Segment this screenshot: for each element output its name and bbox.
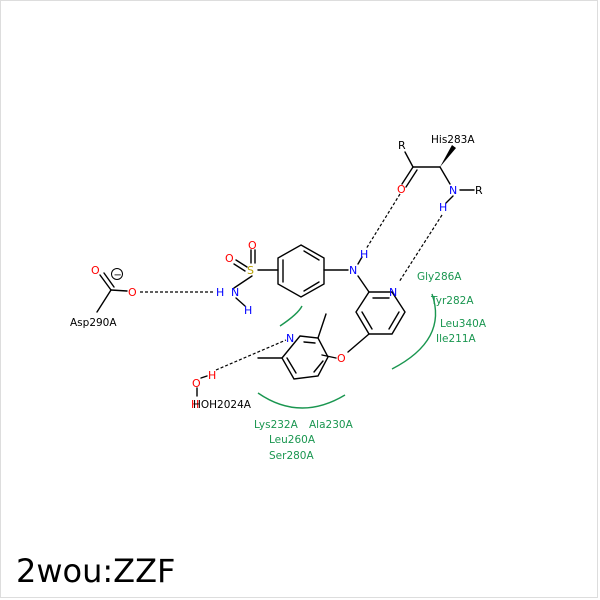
charge-minus: −: [114, 270, 122, 281]
label-hoh2024a: HOH2024A: [193, 399, 252, 411]
bond-methyl-1: [317, 313, 327, 339]
atom-h-sulfonamide-1: H: [216, 286, 224, 299]
bond-asp-o2: [110, 289, 128, 292]
hbond-carbonyl-amine: [365, 193, 401, 250]
bond-r-carbonyl: [404, 151, 414, 168]
atom-o-asp-2: O: [128, 286, 137, 299]
atom-o-ether: O: [337, 352, 346, 365]
label-lys232a: Lys232A: [254, 419, 299, 431]
residue-labels: His283A Asp290A HOH2024A Gly286A Tyr282A…: [70, 134, 487, 462]
atom-n-pyridine-upper: N: [389, 286, 397, 299]
bond-o-pyr2: [321, 354, 337, 359]
atom-r-top: R: [398, 139, 406, 152]
label-leu340a: Leu340A: [440, 318, 487, 330]
hydrophobic-arc-sulfonamide: [279, 305, 303, 327]
pyr2-double-2: [313, 360, 324, 373]
atom-n-sulfonamide: N: [231, 286, 239, 299]
pyridine-ring-upper: [355, 291, 406, 335]
atom-h-water-1: H: [208, 369, 216, 382]
label-tyr282a: Tyr282A: [430, 295, 474, 307]
atom-s: S: [247, 264, 254, 277]
hbond-his-pyridine: [398, 214, 443, 283]
charge-circle: [111, 268, 123, 280]
label-asp290a: Asp290A: [70, 317, 117, 329]
atom-o-asp-1: O: [91, 264, 100, 277]
hydrophobic-arc-bottom: [257, 392, 346, 409]
bond-asp-chain: [96, 289, 112, 313]
benzene-double-1: [303, 250, 320, 261]
atom-h-sulfonamide-2: H: [244, 304, 252, 317]
hydrophobic-contacts: [257, 293, 437, 409]
hbond-water-pyridine: [215, 339, 287, 371]
bond-nh-h: [357, 256, 363, 265]
bond-asp-o1-b: [103, 272, 115, 288]
atom-o-water: O: [192, 377, 201, 390]
atom-n-pyridine-lower: N: [286, 332, 294, 345]
pyr2-double-1: [303, 341, 316, 344]
pyr-double-2: [388, 311, 400, 330]
hydrophobic-arc-right: [391, 293, 437, 370]
atom-h-his: H: [439, 201, 447, 214]
atom-r-right: R: [475, 184, 483, 197]
atom-o-s1: O: [248, 239, 257, 252]
label-his283a: His283A: [431, 134, 475, 146]
label-ile211a: Ile211A: [436, 333, 477, 345]
label-gly286a: Gly286A: [417, 271, 462, 283]
structure-title: 2wou:ZZF: [16, 552, 176, 590]
bond-water-h1: [200, 375, 208, 379]
label-leu260a: Leu260A: [269, 434, 316, 446]
label-ala230a: Ala230A: [309, 419, 354, 431]
atom-o-carbonyl: O: [397, 183, 406, 196]
bond-wedge: [440, 145, 456, 167]
pyr2-double-3: [286, 357, 297, 374]
atom-h-amine: H: [360, 248, 368, 261]
bond-n-h2: [235, 297, 246, 307]
bonds: [96, 145, 475, 397]
bond-nh-pyr: [357, 275, 370, 293]
bond-calpha-n: [439, 166, 451, 185]
bond-s-o2-a: [235, 259, 248, 268]
bond-pyr-o: [347, 333, 370, 353]
bond-asp-o1-a: [99, 274, 112, 291]
atom-n-amine: N: [349, 264, 357, 277]
benzene-ring: [277, 244, 325, 298]
bond-s-n: [233, 275, 253, 289]
atom-h-water-2: H: [191, 398, 199, 411]
hydrogen-bonds: [140, 193, 443, 371]
label-ser280a: Ser280A: [269, 450, 314, 462]
bond-co-1: [401, 166, 414, 185]
bond-co-2: [405, 169, 418, 188]
atom-labels: R O N R H N H N O N S O O N H H O O − O …: [91, 139, 483, 411]
bond-n-h: [445, 195, 454, 204]
atom-o-s2: O: [225, 252, 234, 265]
atom-n-his: N: [449, 184, 457, 197]
benzene-double-2: [303, 281, 320, 292]
pyr-double-3: [361, 311, 373, 330]
bond-s-o2-b: [233, 263, 246, 272]
